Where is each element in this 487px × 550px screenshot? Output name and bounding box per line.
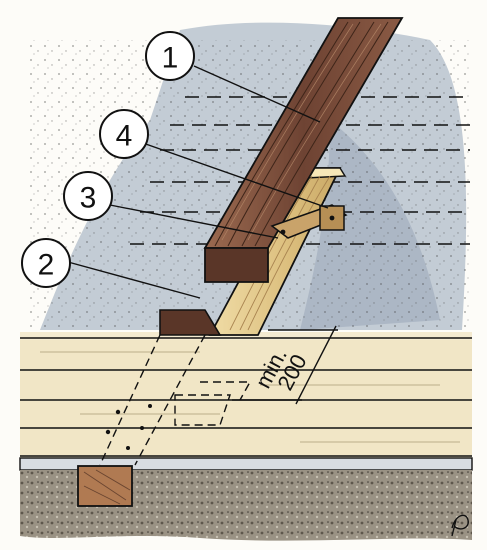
floor-boards	[20, 332, 472, 458]
callout-2: 2	[21, 238, 71, 288]
callout-1: 1	[145, 31, 195, 81]
callout-2-label: 2	[38, 249, 55, 282]
leader-lines	[67, 65, 329, 299]
callout-3: 3	[63, 171, 113, 221]
callout-3-label: 3	[80, 182, 97, 215]
rafter-stub	[159, 309, 222, 336]
callout-1-label: 1	[162, 42, 179, 75]
hidden-rafter-outline	[99, 334, 252, 466]
nail-dots	[105, 404, 152, 450]
callout-4: 4	[99, 109, 149, 159]
connector-bracket	[270, 204, 348, 239]
joist-end	[77, 465, 133, 507]
callout-4-label: 4	[116, 120, 133, 153]
artist-signature	[451, 514, 469, 537]
gravel-bed	[20, 470, 472, 541]
existing-rafter	[203, 17, 404, 283]
